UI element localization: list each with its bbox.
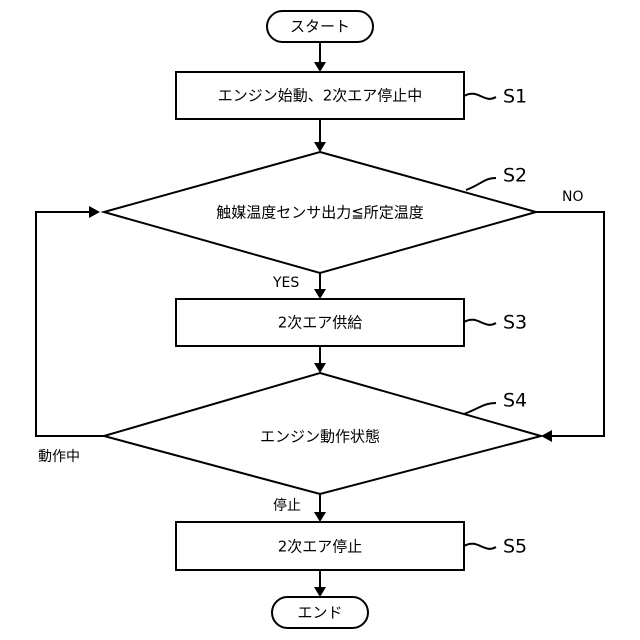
s2-step-label: S2: [503, 165, 527, 187]
s2-label: 触媒温度センサ出力≦所定温度: [216, 204, 424, 222]
arrowhead-s1: [314, 62, 326, 72]
s5-step-label: S5: [503, 536, 527, 558]
connector-s4-running-loop: [36, 212, 104, 436]
start-label: スタート: [290, 18, 350, 36]
s4-leader: [464, 403, 496, 414]
arrowhead-s4: [314, 363, 326, 373]
s5-leader: [464, 544, 496, 549]
step-leaders: [464, 94, 496, 549]
arrowhead-end: [314, 587, 326, 597]
s1-label: エンジン始動、2次エア停止中: [218, 87, 423, 105]
connector-s2-no-loop: [536, 212, 604, 436]
arrowhead-s2: [314, 142, 326, 152]
arrowhead-s5: [314, 512, 326, 522]
stopped-branch-label: 停止: [273, 497, 301, 514]
s4-label: エンジン動作状態: [260, 428, 380, 446]
s4-step-label: S4: [503, 390, 527, 412]
s3-leader: [464, 320, 496, 325]
s5-label: 2次エア停止: [278, 538, 363, 556]
s3-label: 2次エア供給: [278, 314, 363, 332]
yes-branch-label: YES: [272, 275, 299, 291]
no-branch-label: NO: [562, 189, 584, 205]
s1-step-label: S1: [503, 86, 527, 108]
arrowhead-s3: [314, 289, 326, 299]
end-label: エンド: [297, 604, 342, 622]
running-branch-label: 動作中: [38, 449, 80, 465]
s2-leader: [466, 178, 496, 190]
arrowhead-running-into-s2: [89, 206, 100, 218]
s1-leader: [464, 94, 496, 99]
s3-step-label: S3: [503, 312, 527, 334]
